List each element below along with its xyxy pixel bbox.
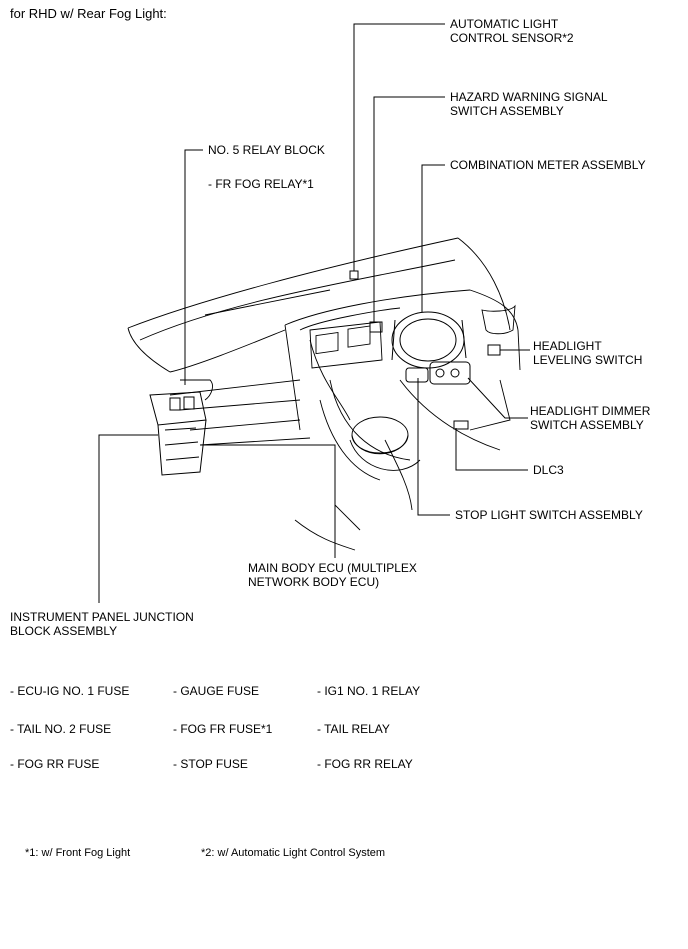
list-item: - FOG FR FUSE*1 [173, 722, 273, 736]
list-item: - FOG RR RELAY [317, 757, 413, 771]
auto-light-sensor-part [349, 270, 359, 280]
leader-auto-light-sensor [353, 23, 445, 271]
hazard-switch-part [369, 321, 383, 333]
footnote-2: *2: w/ Automatic Light Control System [201, 847, 386, 859]
list-item: - IG1 NO. 1 RELAY [317, 684, 421, 698]
leveling-switch-part [487, 344, 501, 356]
dashboard-outline [127, 237, 521, 551]
list-item: - STOP FUSE [173, 757, 248, 771]
leader-main-body-ecu [200, 444, 336, 558]
leader-combination-meter [421, 164, 445, 312]
label-combination-meter: COMBINATION METER ASSEMBLY [450, 158, 646, 172]
list-item: - GAUGE FUSE [173, 684, 260, 698]
junction-block-part [149, 391, 207, 476]
label-dlc3: DLC3 [533, 463, 564, 477]
leader-hazard-switch [373, 96, 445, 322]
combination-meter-part [391, 311, 467, 369]
leader-relay-block [184, 149, 203, 385]
leader-junction-block [98, 434, 158, 603]
list-item: - TAIL NO. 2 FUSE [10, 722, 112, 736]
list-item: - TAIL RELAY [317, 722, 390, 736]
leader-dimmer-switch [467, 377, 528, 419]
list-item: - FOG RR FUSE [10, 757, 100, 771]
label-relay-block: NO. 5 RELAY BLOCK [208, 143, 325, 157]
label-stop-light-switch: STOP LIGHT SWITCH ASSEMBLY [455, 508, 643, 522]
page-title: for RHD w/ Rear Fog Light: [10, 6, 167, 21]
dimmer-switch-part [405, 361, 471, 385]
leader-lines [98, 23, 530, 603]
list-item: - ECU-IG NO. 1 FUSE [10, 684, 130, 698]
leader-stop-light-switch [417, 378, 450, 516]
label-fr-fog-relay: - FR FOG RELAY*1 [208, 177, 314, 191]
footnote-1: *1: w/ Front Fog Light [25, 847, 131, 859]
dlc3-part [453, 420, 469, 430]
leader-dlc3 [455, 428, 528, 471]
